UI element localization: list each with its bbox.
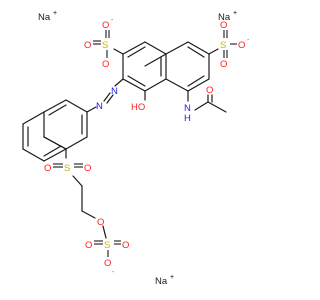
bond: [65, 99, 88, 113]
bond: [81, 210, 96, 219]
oxygen-atom: O: [44, 163, 51, 174]
bond: [114, 78, 124, 87]
bond: [208, 48, 219, 55]
bond: [43, 148, 67, 162]
hydroxyl-label: HO: [131, 102, 145, 113]
sodium-ion-label: Na: [218, 12, 231, 23]
oxygen-atom: O: [122, 240, 129, 251]
bond: [102, 225, 107, 239]
oxygen-atom: O: [84, 163, 91, 174]
oxygen-atom: O: [85, 240, 92, 251]
bond: [187, 78, 210, 92]
bond: [22, 148, 45, 162]
nitrogen-atom: N: [96, 101, 103, 112]
charge-minus: -: [111, 17, 114, 24]
bond: [65, 136, 88, 150]
charge-plus: +: [53, 10, 57, 17]
charge-minus: -: [247, 37, 250, 44]
oxygen-atom: O: [102, 20, 109, 31]
sulfur-atom: S: [220, 40, 226, 51]
bond: [165, 78, 189, 92]
bond-double: [187, 46, 205, 58]
nitrogen-atom: N: [184, 103, 191, 114]
bond: [86, 106, 97, 113]
bond: [165, 41, 189, 55]
bond-double: [187, 75, 205, 87]
oxygen-atom: O: [102, 59, 109, 70]
oxygen-atom: O: [97, 217, 104, 228]
bond: [113, 48, 124, 55]
charge-plus: +: [233, 10, 237, 17]
bond: [72, 175, 83, 187]
bond-double: [48, 104, 67, 116]
bond: [144, 41, 167, 55]
sulfur-atom: S: [64, 163, 70, 174]
structure-svg: Na + Na + Na + S O O O - S O O O - HO N …: [22, 10, 250, 287]
bonds: [22, 41, 227, 239]
bond: [103, 92, 111, 102]
charge-plus: +: [170, 274, 174, 281]
bond: [144, 78, 167, 92]
molecule-diagram: Na + Na + Na + S O O O - S O O O - HO N …: [22, 10, 250, 287]
bond: [22, 111, 45, 125]
so-bonds: [53, 30, 237, 257]
oxygen-atom: O: [220, 59, 227, 70]
oxygen-atom: O: [238, 40, 245, 51]
bond: [207, 101, 227, 113]
sulfur-atom: S: [104, 240, 110, 251]
bond-double: [43, 136, 67, 150]
bond: [187, 41, 210, 55]
sodium-ion-label: Na: [38, 12, 51, 23]
oxygen-atom: O: [104, 258, 111, 269]
nitrogen-atom: N: [111, 86, 118, 97]
bond: [122, 78, 146, 92]
bond-double: [127, 46, 146, 58]
bond-double: [106, 94, 114, 104]
bond: [194, 101, 209, 111]
bond: [144, 53, 167, 67]
oxygen-atom: O: [206, 85, 213, 96]
bond-double: [127, 75, 146, 87]
bond: [43, 99, 67, 113]
bond-double: [43, 145, 62, 157]
oxygen-atom: O: [220, 20, 227, 31]
hydrogen-atom: H: [184, 113, 191, 124]
charge-minus: -: [112, 269, 115, 276]
sulfur-atom: S: [102, 40, 108, 51]
oxygen-atom: O: [84, 40, 91, 51]
bond: [122, 41, 146, 55]
atom-labels: Na + Na + Na + S O O O - S O O O - HO N …: [38, 10, 250, 287]
sodium-ion-label: Na: [155, 276, 168, 287]
